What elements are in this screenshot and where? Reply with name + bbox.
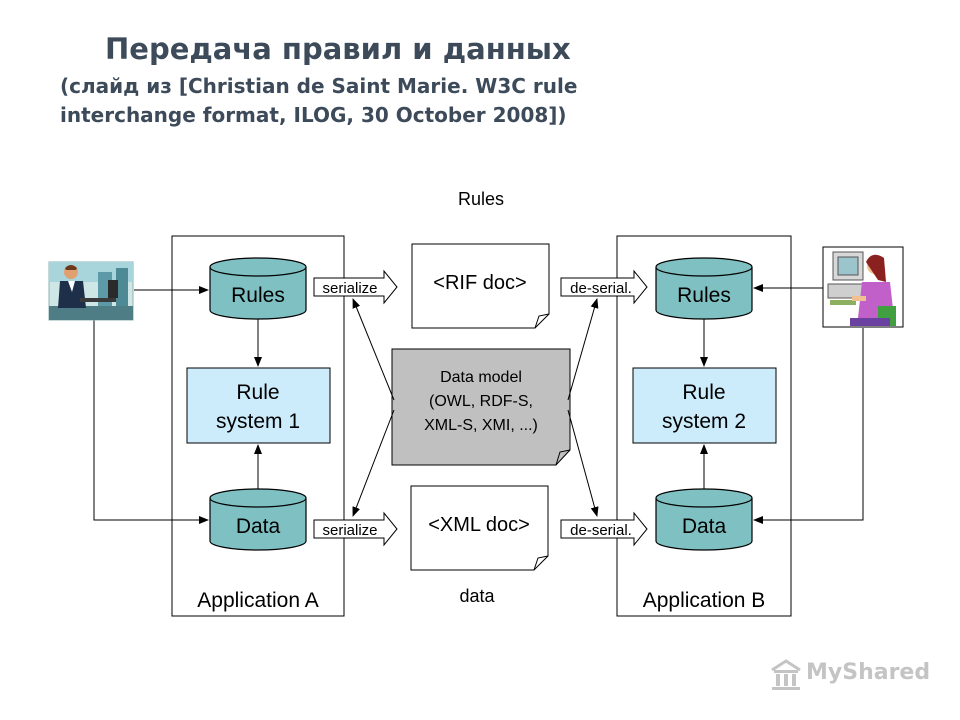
deserialize-rules-arrow: de-serial. <box>560 269 648 305</box>
arrow-model-to-deserialize-rules <box>567 298 599 401</box>
myshared-logo-icon <box>771 659 801 690</box>
application-b-label: Application B <box>643 589 766 612</box>
data-model-line-1: Data model <box>440 369 522 386</box>
serialize-data-label: serialize <box>322 522 377 539</box>
rule-system-2-line-1: Rule <box>682 381 725 404</box>
arrow-model-to-serialize-data <box>352 409 395 517</box>
user-a-illustration <box>48 261 134 321</box>
rule-system-2-line-2: system 2 <box>662 410 746 433</box>
app-a-rules-label: Rules <box>231 284 285 307</box>
rule-system-1-line-1: Rule <box>236 381 279 404</box>
rif-doc: <RIF doc> <box>411 243 550 329</box>
deserialize-rules-label: de-serial. <box>570 280 632 297</box>
user-b-illustration <box>822 246 904 328</box>
rule-system-2: Rule system 2 <box>632 367 777 444</box>
app-a-rules-database: Rules <box>209 257 307 320</box>
data-model-line-3: XML-S, XMI, ...) <box>424 417 538 434</box>
application-a-label: Application A <box>197 589 318 612</box>
app-b-data-database: Data <box>655 488 753 551</box>
app-b-rules-database: Rules <box>655 257 753 320</box>
data-model-box: Data model (OWL, RDF-S, XML-S, XMI, ...) <box>391 348 571 466</box>
arrow-model-to-serialize-rules <box>352 298 395 401</box>
subtitle-line-1: (слайд из [Christian de Saint Marie. W3C… <box>60 74 578 98</box>
slide-title: Передача правил и данных <box>105 32 571 66</box>
arrow-model-to-deserialize-data <box>567 409 599 517</box>
serialize-rules-arrow: serialize <box>313 269 398 305</box>
serialize-rules-label: serialize <box>322 280 377 297</box>
app-b-rules-label: Rules <box>677 284 731 307</box>
watermark: MyShared <box>768 656 938 692</box>
serialize-data-arrow: serialize <box>313 511 398 547</box>
arrow-user-a-to-data <box>93 320 209 524</box>
data-flow-label: data <box>459 586 495 606</box>
deserialize-data-arrow: de-serial. <box>560 511 648 547</box>
xml-doc-label: <XML doc> <box>428 514 530 536</box>
app-b-data-label: Data <box>682 515 727 538</box>
xml-doc: <XML doc> <box>410 485 549 571</box>
app-a-data-label: Data <box>236 515 281 538</box>
slide-subtitle: (слайд из [Christian de Saint Marie. W3C… <box>60 72 577 130</box>
rule-system-1: Rule system 1 <box>186 367 331 444</box>
app-a-data-database: Data <box>209 488 307 551</box>
arrow-user-b-to-data <box>753 328 864 524</box>
deserialize-data-label: de-serial. <box>570 522 632 539</box>
data-model-line-2: (OWL, RDF-S, <box>429 393 533 410</box>
watermark-text: MyShared <box>806 660 931 685</box>
rules-flow-label: Rules <box>458 189 504 209</box>
rule-system-1-line-2: system 1 <box>216 410 300 433</box>
rif-doc-label: <RIF doc> <box>433 272 526 294</box>
subtitle-line-2: interchange format, ILOG, 30 October 200… <box>60 103 567 127</box>
